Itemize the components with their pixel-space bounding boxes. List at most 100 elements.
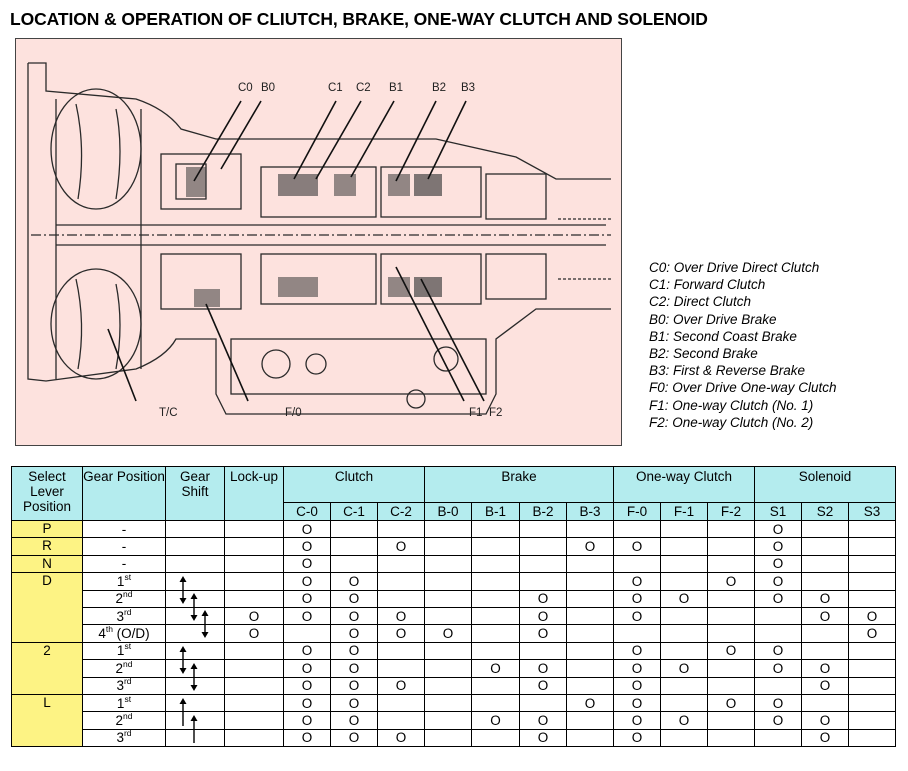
cell-s3 <box>848 519 896 539</box>
cell-b-0 <box>424 537 472 556</box>
cell-c-0: O <box>283 554 331 574</box>
header-gear-position: Gear Position <box>82 466 166 521</box>
cell-c-0: O <box>283 711 331 730</box>
subheader-c-2: C-2 <box>377 502 425 521</box>
header-solenoid: Solenoid <box>754 466 896 503</box>
lockup-cell <box>224 554 284 574</box>
diagram-label-f0: F/0 <box>285 407 302 419</box>
cell-f-0: O <box>613 606 661 626</box>
cell-b-3 <box>566 554 614 574</box>
gear-position-cell: 3rd <box>82 676 166 695</box>
cell-b-1 <box>471 554 520 574</box>
cell-b-1: O <box>471 659 520 678</box>
cell-s3 <box>848 554 896 574</box>
cell-f-0: O <box>613 572 661 591</box>
gear-position-cell: 2nd <box>82 711 166 730</box>
legend-item: F2: One-way Clutch (No. 2) <box>649 414 814 430</box>
gear-shift-cell <box>165 554 225 574</box>
gear-shift-cell <box>165 606 225 626</box>
cell-f-0: O <box>613 728 661 748</box>
cell-b-3 <box>566 606 614 626</box>
diagram-label-c1: C1 <box>328 82 343 94</box>
operation-table: Select Lever Position Gear Position Gear… <box>11 466 896 748</box>
cell-c-0: O <box>283 641 331 661</box>
cell-b-1 <box>471 519 520 539</box>
cell-b-0: O <box>424 624 472 643</box>
cell-f-2 <box>707 728 755 748</box>
subheader-c-1: C-1 <box>330 502 378 521</box>
cell-b-3: O <box>566 537 614 556</box>
cell-f-2: O <box>707 641 755 661</box>
lockup-cell <box>224 659 284 678</box>
cell-s1 <box>754 728 802 748</box>
cell-f-1 <box>660 519 708 539</box>
cell-b-2: O <box>519 728 567 748</box>
gear-shift-cell <box>165 676 225 695</box>
cell-b-0 <box>424 519 472 539</box>
cell-b-3 <box>566 589 614 608</box>
cell-b-2 <box>519 641 567 661</box>
diagram-label-b2: B2 <box>432 82 447 94</box>
gear-position-cell: 3rd <box>82 606 166 626</box>
cell-f-1 <box>660 554 708 574</box>
cell-b-1 <box>471 606 520 626</box>
subheader-b-3: B-3 <box>566 502 614 521</box>
legend-item: B1: Second Coast Brake <box>649 328 797 344</box>
gear-position-cell: 1st <box>82 693 166 713</box>
cell-b-3 <box>566 676 614 695</box>
cell-s1: O <box>754 711 802 730</box>
cell-s3 <box>848 711 896 730</box>
cell-s3: O <box>848 624 896 643</box>
cell-c-1: O <box>330 659 378 678</box>
gear-position-cell: 4th (O/D) <box>82 624 166 643</box>
cell-f-0: O <box>613 711 661 730</box>
gear-position-cell: - <box>82 554 166 574</box>
cell-s2 <box>801 624 849 643</box>
select-lever-cell: P <box>11 519 83 539</box>
gear-shift-cell <box>165 659 225 678</box>
cell-s3: O <box>848 606 896 626</box>
header-select-lever: Select Lever Position <box>11 466 83 521</box>
diagram-label-b0: B0 <box>261 82 276 94</box>
cell-s3 <box>848 589 896 608</box>
cell-c-1: O <box>330 589 378 608</box>
cell-f-0: O <box>613 537 661 556</box>
cell-s1: O <box>754 519 802 539</box>
cell-c-2: O <box>377 676 425 695</box>
diagram-label-f1: F1 <box>469 407 483 419</box>
cell-f-1 <box>660 641 708 661</box>
subheader-f-0: F-0 <box>613 502 661 521</box>
cell-c-0: O <box>283 572 331 591</box>
cell-b-2: O <box>519 624 567 643</box>
cell-s2: O <box>801 589 849 608</box>
lockup-cell <box>224 693 284 713</box>
header-clutch: Clutch <box>283 466 425 503</box>
cell-s2: O <box>801 711 849 730</box>
gear-position-cell: 1st <box>82 641 166 661</box>
gear-shift-cell <box>165 537 225 556</box>
gear-shift-cell <box>165 589 225 608</box>
cell-c-1: O <box>330 606 378 626</box>
cell-s1: O <box>754 589 802 608</box>
cell-b-3 <box>566 728 614 748</box>
cell-s2: O <box>801 659 849 678</box>
legend-item: C0: Over Drive Direct Clutch <box>649 260 820 275</box>
lockup-cell <box>224 537 284 556</box>
cell-f-0: O <box>613 641 661 661</box>
gear-position-cell: 2nd <box>82 659 166 678</box>
cell-s2: O <box>801 606 849 626</box>
gear-position-cell: 3rd <box>82 728 166 748</box>
cell-c-1: O <box>330 572 378 591</box>
cell-b-0 <box>424 728 472 748</box>
cell-b-0 <box>424 711 472 730</box>
cell-f-2 <box>707 606 755 626</box>
select-lever-cell: N <box>11 554 83 574</box>
cell-s2 <box>801 641 849 661</box>
cell-f-0: O <box>613 693 661 713</box>
cell-s1 <box>754 624 802 643</box>
cell-c-2 <box>377 589 425 608</box>
